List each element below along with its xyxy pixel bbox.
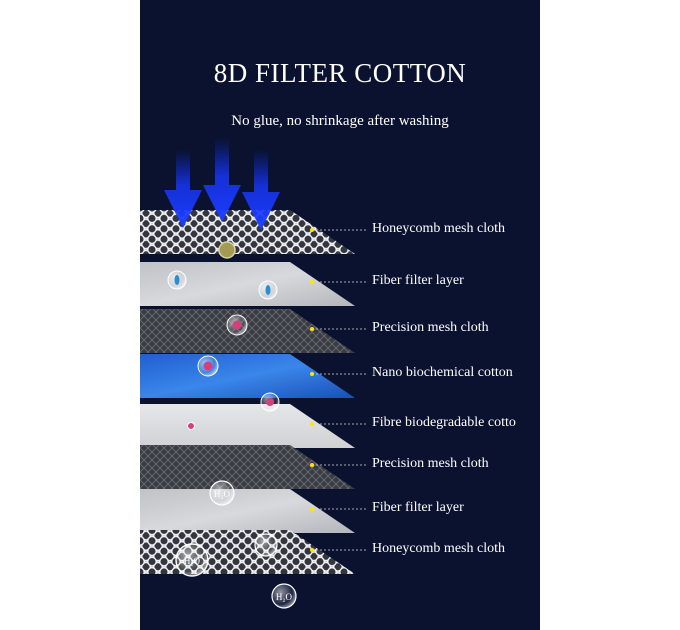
layer-label: Precision mesh cloth [372,456,489,471]
bacteria-particle-icon [167,270,187,290]
virus-particle-icon [187,422,195,430]
fiber-filter-layer [140,489,355,533]
precision-mesh-layer [140,445,355,489]
honeycomb-mesh-layer [140,210,355,254]
layer-label: Fiber filter layer [372,500,464,515]
leader-dot [310,463,314,467]
leader-dot [310,507,314,511]
layer-label: Nano biochemical cotton [372,365,513,380]
virus-particle-icon [197,355,219,377]
water-label: H₂O [184,556,201,566]
leader-dot [310,548,314,552]
leader-dot [310,280,314,284]
product-panel: 8D FILTER COTTON No glue, no shrinkage a… [140,0,540,630]
leader-dot [310,422,314,426]
water-molecule-icon: H₂O [209,480,235,506]
water-bubble-icon [175,543,209,577]
water-molecule-icon: H₂O [271,583,297,609]
biodegradable-cotton-layer [140,404,355,448]
fiber-filter-layer [140,262,355,306]
airflow-arrow-icon [203,138,241,222]
dust-particle-icon [218,241,236,259]
layer-label: Honeycomb mesh cloth [372,541,505,556]
particles: H₂O H₂O H₂O [167,241,297,609]
water-label: H₂O [214,489,231,499]
nano-biochemical-layer [140,354,355,398]
virus-particle-icon [260,392,280,412]
honeycomb-mesh-layer [140,530,355,574]
leader-dot [310,327,314,331]
layer-label: Honeycomb mesh cloth [372,221,505,236]
page-title: 8D FILTER COTTON [213,58,467,88]
virus-particle-icon [226,314,248,336]
layer-label: Fiber filter layer [372,273,464,288]
leader-dot [310,372,314,376]
water-bubble-icon [254,533,278,557]
water-label: H₂O [276,592,293,602]
filter-layers-diagram: H₂O H₂O H₂O [140,138,366,609]
precision-mesh-layer [140,309,355,353]
airflow-arrow-icon [242,150,280,230]
airflow-arrow-icon [164,150,202,228]
layer-label: Fibre biodegradable cotto [372,415,516,430]
airflow-arrows [164,138,280,230]
bacteria-particle-icon [258,280,278,300]
page-subtitle: No glue, no shrinkage after washing [231,113,449,129]
leader-dot [310,228,314,232]
water-molecule-icon: H₂O [184,556,201,566]
layer-label: Precision mesh cloth [372,320,489,335]
